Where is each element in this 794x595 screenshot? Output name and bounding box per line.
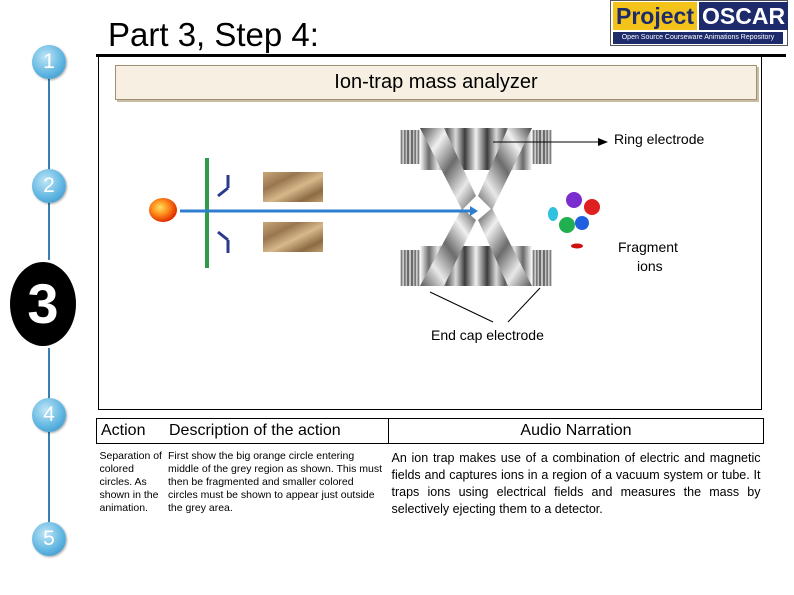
slide-title: Part 3, Step 4: xyxy=(108,16,319,53)
storyboard-table: Action Description of the action Audio N… xyxy=(96,418,764,518)
step-4-button[interactable]: 4 xyxy=(32,398,66,432)
description-column-header: Description of the action xyxy=(165,418,389,444)
step-5-button[interactable]: 5 xyxy=(32,522,66,556)
fragment-ion xyxy=(575,216,589,230)
narration-cell: An ion trap makes use of a combination o… xyxy=(391,451,761,516)
audio-column-header: Audio Narration xyxy=(388,418,764,444)
step-3-active-indicator[interactable]: 3 xyxy=(10,262,76,346)
diagram-panel xyxy=(98,56,762,410)
ring-electrode-label: Ring electrode xyxy=(614,131,705,147)
end-cap-electrode-bottom xyxy=(420,208,532,286)
fragment-ions xyxy=(548,192,600,249)
description-cell: First show the big orange circle enterin… xyxy=(168,450,382,514)
focusing-block-bottom xyxy=(263,222,323,252)
step-connector-line xyxy=(48,75,50,260)
action-cell: Separation of colored circles. As shown … xyxy=(99,450,162,514)
end-cap-pointer-left xyxy=(429,291,494,323)
fragment-ion xyxy=(571,243,583,249)
ion-beam-arrowhead xyxy=(470,206,478,216)
end-cap-electrode-label: End cap electrode xyxy=(431,327,544,343)
ring-electrode-arrowhead xyxy=(598,138,608,146)
end-cap-pointer-right xyxy=(507,287,541,323)
fragment-ion xyxy=(548,207,558,221)
action-column-header: Action xyxy=(96,418,165,444)
project-oscar-logo: Project OSCAR Open Source Courseware Ani… xyxy=(610,0,789,46)
ring-electrode-top xyxy=(420,128,532,210)
logo-word-oscar: OSCAR xyxy=(699,2,789,30)
title-divider xyxy=(96,54,786,57)
step-connector-line xyxy=(48,432,50,522)
side-electrodes xyxy=(400,130,552,286)
logo-tagline: Open Source Courseware Animations Reposi… xyxy=(613,32,783,44)
step-1-button[interactable]: 1 xyxy=(32,45,66,79)
fragment-ion xyxy=(584,199,600,215)
fragment-ion xyxy=(566,192,582,208)
logo-word-project: Project xyxy=(613,2,697,30)
focusing-block-top xyxy=(263,172,323,202)
ion-trap-diagram xyxy=(149,128,608,323)
diagram-subtitle: Ion-trap mass analyzer xyxy=(115,65,757,100)
precursor-ion-orange xyxy=(149,198,177,222)
step-connector-line xyxy=(48,348,50,402)
entrance-lens xyxy=(205,158,230,268)
step-2-button[interactable]: 2 xyxy=(32,169,66,203)
fragment-ions-label-line1: Fragment xyxy=(618,239,678,255)
fragment-ion xyxy=(559,217,575,233)
fragment-ions-label-line2: ions xyxy=(637,258,663,274)
